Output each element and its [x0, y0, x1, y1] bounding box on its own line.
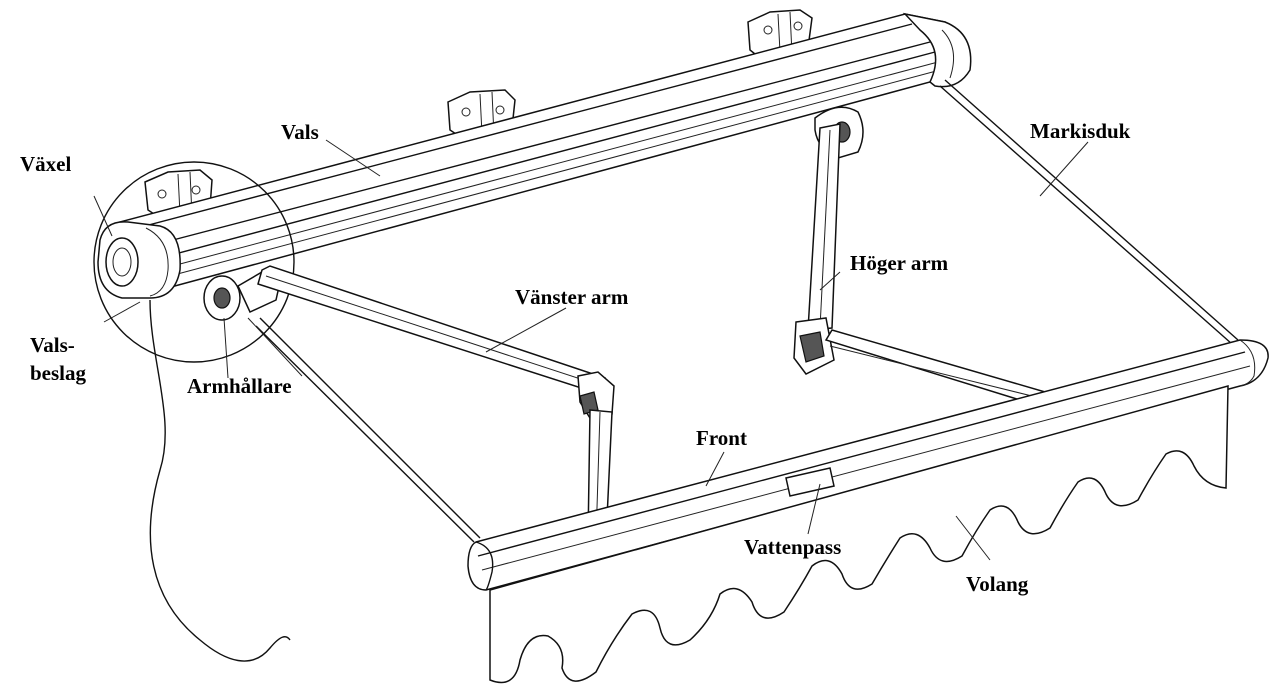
- roller-tube: [119, 12, 972, 291]
- gear-end: [93, 161, 295, 363]
- spirit-level: [785, 467, 835, 497]
- label-vals: Vals: [281, 120, 319, 144]
- label-markisduk: Markisduk: [1030, 119, 1131, 143]
- label-vals-beslag-2: beslag: [30, 361, 87, 385]
- label-hoger-arm: Höger arm: [850, 251, 949, 275]
- label-vaxel: Växel: [20, 152, 71, 176]
- valance: [489, 385, 1229, 684]
- label-front: Front: [696, 426, 747, 450]
- leader-lines: [93, 139, 1089, 561]
- label-armhallare: Armhållare: [187, 374, 292, 398]
- awning-fabric: [255, 79, 1239, 543]
- label-vals-beslag-1: Vals-: [30, 333, 75, 357]
- detail-circle: [93, 161, 295, 363]
- label-volang: Volang: [966, 572, 1029, 596]
- label-vattenpass: Vattenpass: [744, 535, 841, 559]
- front-profile: [467, 339, 1269, 591]
- label-vanster-arm: Vänster arm: [515, 285, 629, 309]
- power-cable: [149, 299, 291, 662]
